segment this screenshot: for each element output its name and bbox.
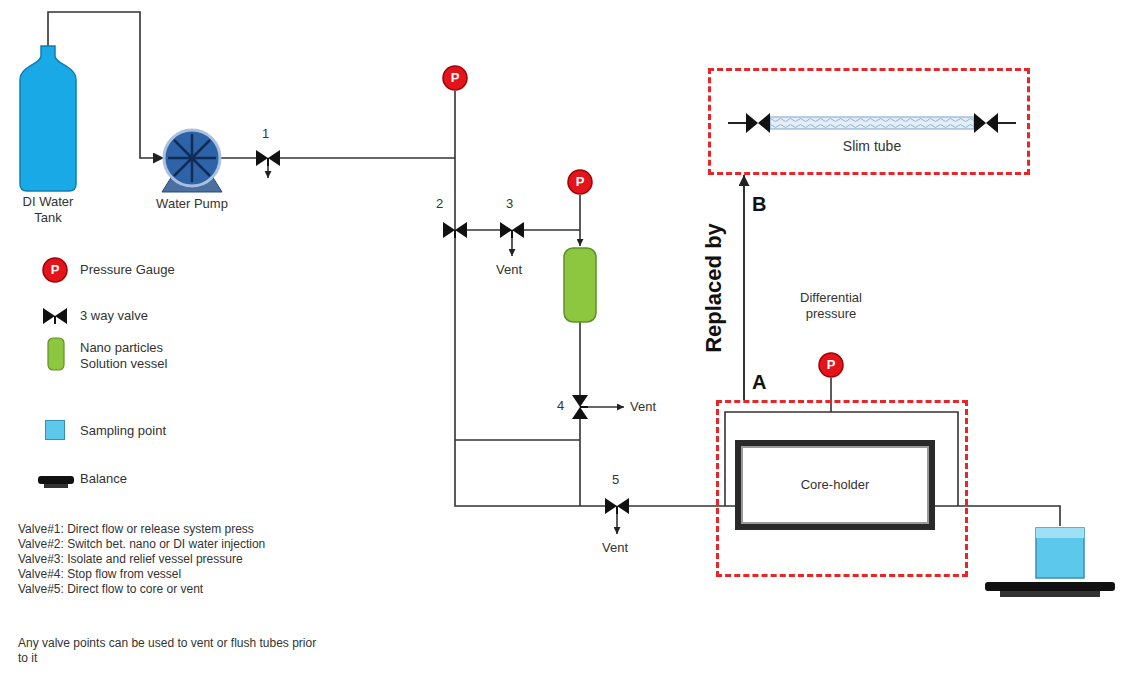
legend-sample <box>43 308 67 324</box>
pressure-gauge: P <box>442 65 468 91</box>
connector <box>830 378 832 400</box>
three-way-valve <box>572 395 588 419</box>
slim-tube-shape <box>746 113 758 133</box>
pump-label: Water Pump <box>150 196 234 212</box>
pressure-gauge: P <box>567 169 593 195</box>
pipe <box>935 506 1060 526</box>
gauge-letter: P <box>43 258 67 282</box>
differential-pressure-gauge: P <box>818 352 844 378</box>
core-holder: Core-holder <box>735 440 935 530</box>
slim-tube-label: Slim tube <box>728 138 1016 155</box>
gauge-letter: P <box>442 65 468 91</box>
slim-tube-shape <box>728 105 1016 135</box>
three-way-valve <box>256 150 280 166</box>
legend-text: Nano particles Solution vessel <box>80 340 195 372</box>
gauge-letter: P <box>818 352 844 378</box>
legend-swatch <box>45 420 65 440</box>
callout-number: 3 <box>506 196 513 212</box>
region-letter: B <box>752 192 766 216</box>
three-way-valve <box>500 222 524 238</box>
vent-arrow <box>616 514 618 534</box>
tank-shape <box>20 46 76 191</box>
valve-note: Valve#1: Direct flow or release system p… <box>18 522 254 537</box>
vent-label: Vent <box>602 540 628 556</box>
pipe <box>220 157 256 159</box>
sampling-beaker <box>1036 528 1084 538</box>
water-pump: Water Pump <box>150 128 234 220</box>
legend-sample <box>48 338 64 370</box>
balance-symbol <box>985 582 1115 597</box>
gauge-shape <box>819 353 843 377</box>
pipe <box>629 505 735 507</box>
slim-tube: Slim tube <box>728 105 1016 161</box>
callout-number: 2 <box>436 196 443 212</box>
gauge-letter: P <box>567 169 593 195</box>
connector <box>743 175 745 400</box>
legend-text: 3 way valve <box>80 308 148 324</box>
pipe <box>524 229 580 231</box>
vent-label: Vent <box>496 262 522 278</box>
region-letter: A <box>752 370 766 394</box>
sampling-beaker <box>1036 528 1084 578</box>
pump-shape <box>164 130 220 186</box>
pipe <box>579 230 581 246</box>
three-way-valve <box>256 150 629 514</box>
legend-text: Sampling point <box>80 423 166 439</box>
slim-tube-shape <box>770 117 974 129</box>
three-way-valve <box>605 498 629 514</box>
vent-arrow <box>267 166 269 178</box>
pipe <box>280 157 455 159</box>
pump-shape <box>168 134 216 182</box>
vent-label: Vent <box>630 399 656 415</box>
sampling-beaker <box>1036 528 1084 578</box>
balance-symbol <box>1000 591 1100 597</box>
pipe <box>455 439 580 441</box>
valve-note: Valve#5: Direct flow to core or vent <box>18 582 203 597</box>
tank-label: DI Water Tank <box>13 194 83 226</box>
pipe <box>579 419 581 506</box>
valve-note: Valve#2: Switch bet. nano or DI water in… <box>18 537 265 552</box>
balance-symbol <box>985 582 1115 591</box>
pipe <box>467 229 500 231</box>
vent-arrow <box>511 238 513 256</box>
legend-sample <box>43 258 67 282</box>
core-holder-label: Core-holder <box>741 446 929 524</box>
callout-number: 1 <box>262 126 269 142</box>
callout-number: 5 <box>612 472 619 488</box>
edge-label: Replaced by <box>701 223 727 353</box>
valve-note: Valve#3: Isolate and relief vessel press… <box>18 552 243 567</box>
general-note: Any valve points can be used to vent or … <box>18 636 318 666</box>
legend-text: Pressure Gauge <box>80 262 175 278</box>
gauge-shape <box>568 170 592 194</box>
vent-arrow <box>268 166 624 534</box>
pipe <box>579 322 581 395</box>
slim-tube-shape <box>986 113 998 133</box>
legend-sample <box>44 484 68 488</box>
tank-shape <box>8 46 88 191</box>
callout-number: 4 <box>557 398 564 414</box>
three-way-valve <box>443 222 467 238</box>
pipe <box>579 195 581 230</box>
slim-tube-shape <box>974 113 986 133</box>
vent-arrow <box>588 406 624 408</box>
replacement-region: BSlim tube <box>708 68 1030 175</box>
legend-sample <box>38 258 74 488</box>
pipe <box>455 91 605 506</box>
water-tank: DI Water Tank <box>8 46 88 241</box>
gauge-shape <box>443 66 467 90</box>
gauge-caption: Differential pressure <box>786 290 876 322</box>
legend-text: Balance <box>80 471 127 487</box>
valve-note: Valve#4: Stop flow from vessel <box>18 567 181 582</box>
replacement-region: ACore-holder <box>716 400 968 577</box>
pump-shape <box>150 128 234 194</box>
slim-tube-shape <box>758 113 770 133</box>
legend-sample <box>38 476 74 484</box>
nano-vessel <box>564 248 596 322</box>
